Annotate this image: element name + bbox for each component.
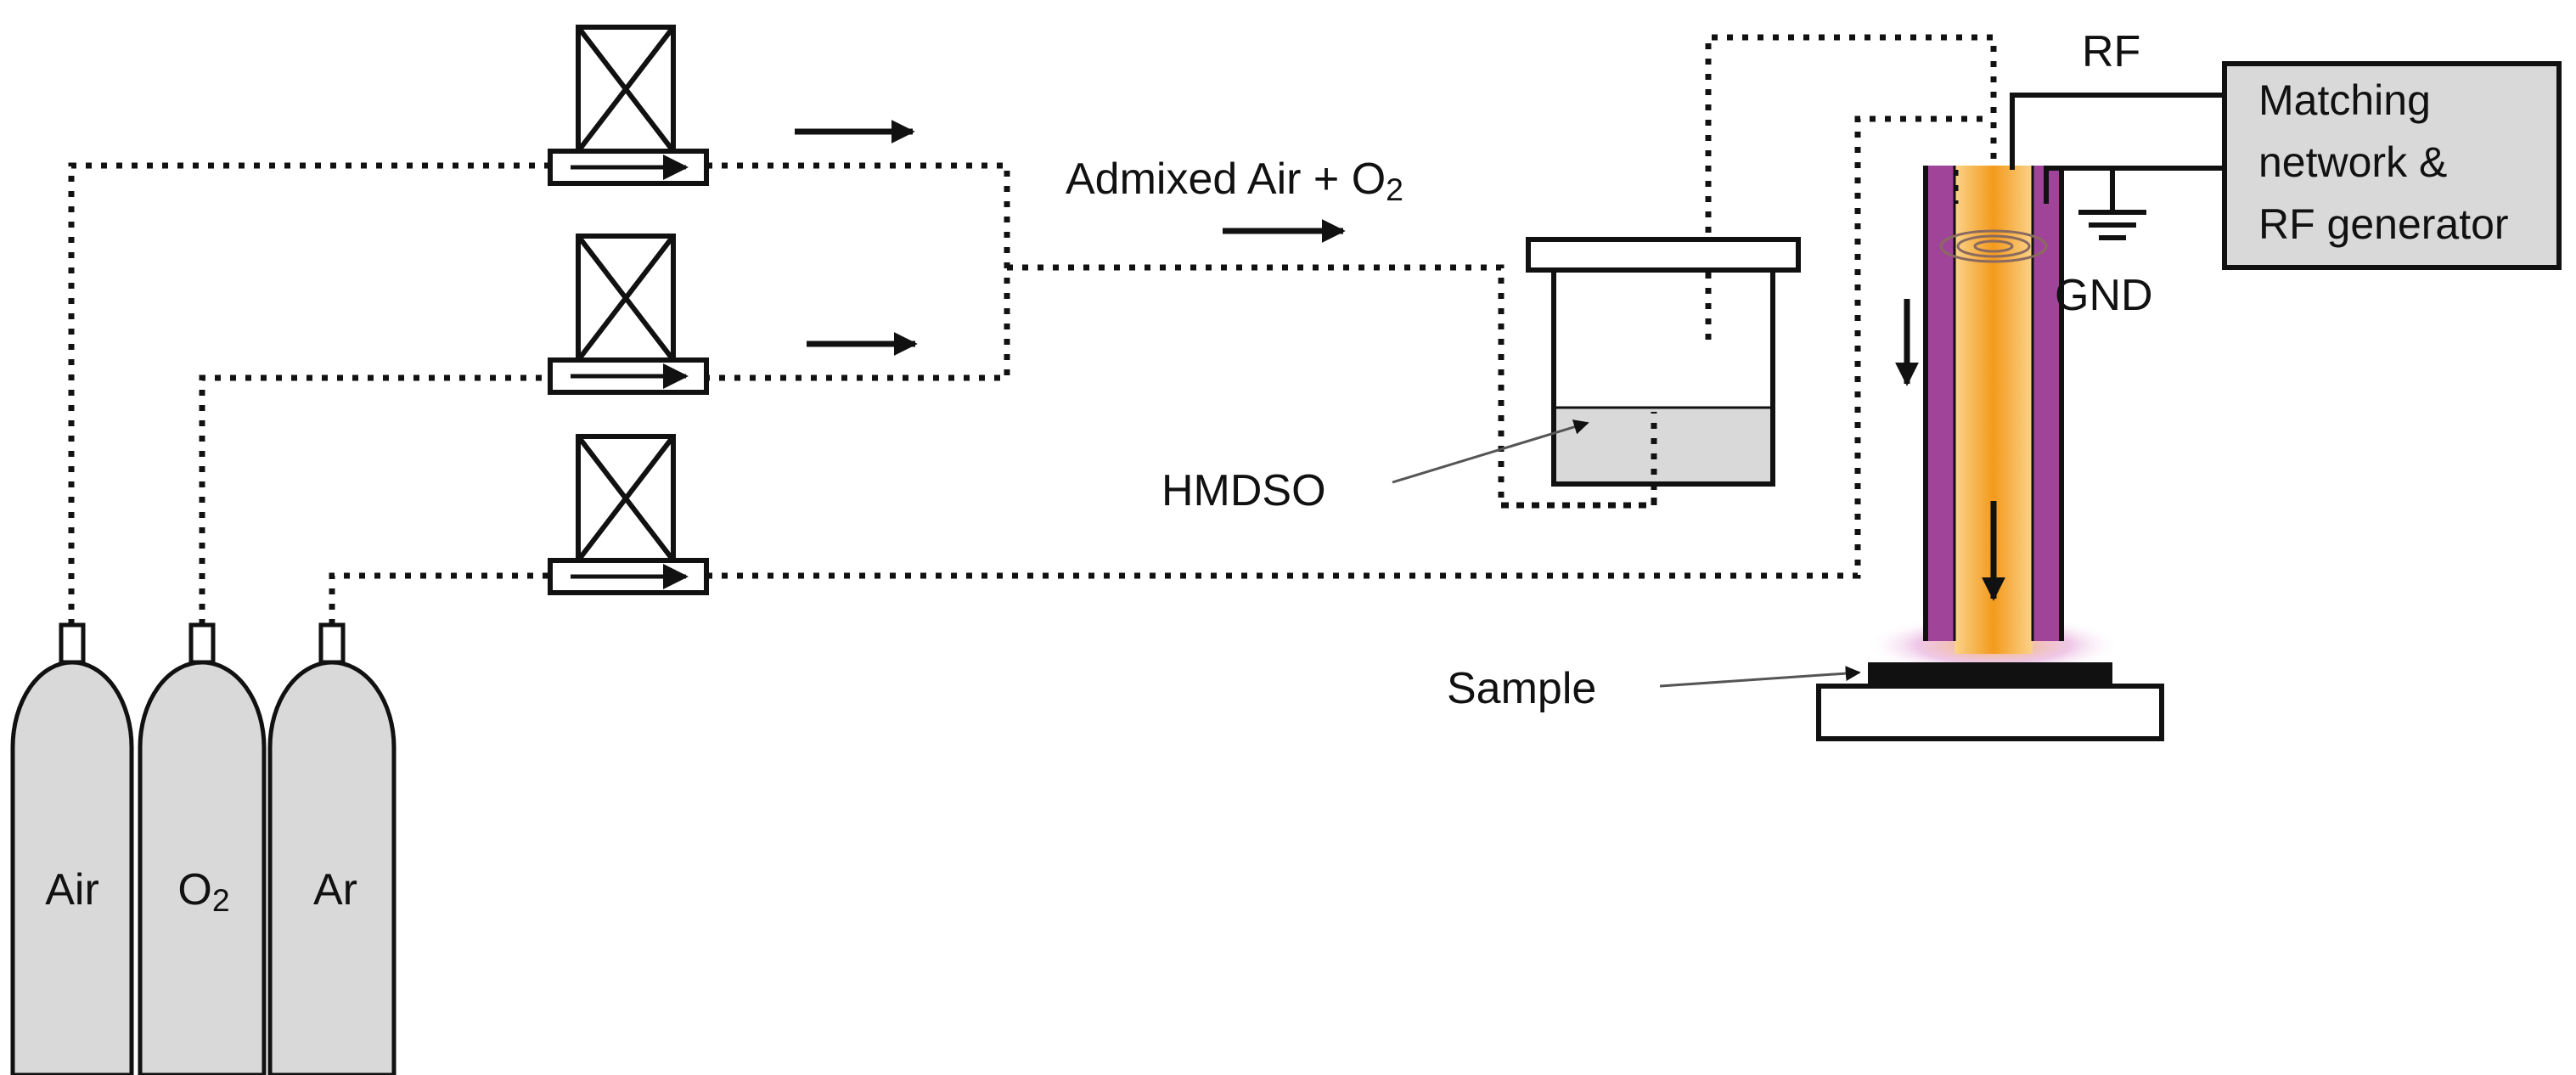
mfc-o2 [548, 234, 709, 395]
hmdso-bubbler [1526, 237, 1801, 487]
cylinder-label-o2: O2 [177, 865, 229, 918]
ar-gas-line [329, 572, 550, 625]
cylinder-label-air: Air [45, 865, 99, 915]
matching-network-box: Matching network & RF generator [2222, 61, 2562, 270]
flow-arrows [795, 120, 1919, 386]
mass-flow-controllers [548, 25, 709, 595]
mfc-air [548, 25, 709, 186]
cylinder-ar: Ar [267, 622, 397, 1075]
air-gas-line [68, 162, 550, 625]
gnd-label: GND [2055, 271, 2153, 320]
gas-cylinders: Air O2 Ar [10, 622, 397, 1075]
matching-label-line1: Matching [2258, 76, 2431, 124]
matching-label-line2: network & [2258, 138, 2447, 186]
hmdso-leader-line [1392, 419, 1589, 484]
sample-label: Sample [1447, 664, 1596, 713]
cylinder-o2: O2 [138, 622, 267, 1075]
hmdso-label: HMDSO [1161, 466, 1326, 515]
o2-gas-line [199, 374, 550, 625]
sample-stage [1816, 662, 2164, 741]
cylinder-air: Air [10, 622, 134, 1075]
admixed-label: Admixed Air + O2 [1066, 155, 1403, 207]
sample-leader-line [1659, 666, 1861, 688]
bubbler-outlet-line [1705, 34, 1997, 340]
matching-label-line3: RF generator [2258, 200, 2509, 248]
plasma-jet [1866, 166, 2121, 676]
rf-label: RF [2082, 27, 2140, 76]
mfc-ar [548, 434, 709, 595]
air-out-line [706, 162, 1010, 381]
gnd-wire [2044, 166, 2224, 204]
rf-wire [2010, 93, 2224, 170]
rf-wiring [2010, 93, 2224, 240]
bubbler-inlet-line [1501, 412, 1657, 509]
gas-lines [68, 34, 1997, 625]
ar-main-line [706, 115, 1987, 579]
cylinder-label-ar: Ar [313, 865, 357, 915]
